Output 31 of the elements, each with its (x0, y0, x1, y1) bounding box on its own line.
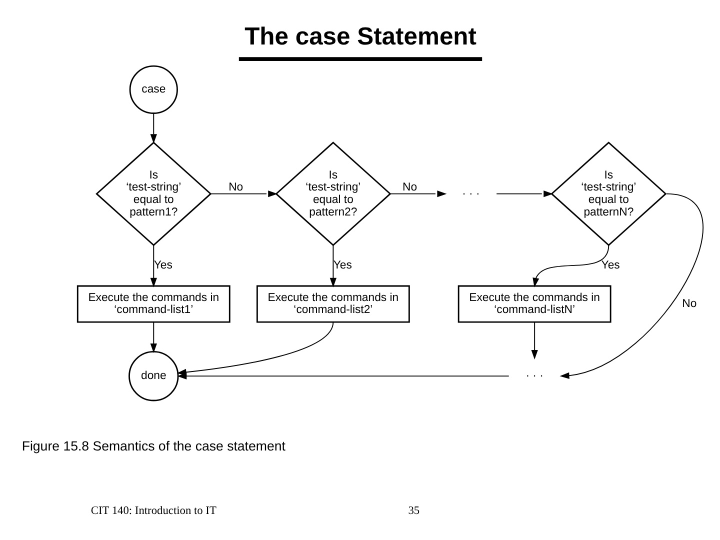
node-circle: done (128, 350, 178, 402)
arrow (530, 322, 538, 360)
arrow (150, 322, 156, 353)
node-diamond: Is ‘test-string’ equal to patternN? (550, 142, 666, 246)
arrow (496, 190, 553, 198)
diagram-title: The case Statement (244, 24, 476, 51)
edge-label: No (228, 182, 243, 194)
node-circle: case (128, 65, 178, 114)
arrow (559, 193, 703, 379)
arrow (389, 190, 446, 198)
arrow (176, 372, 509, 380)
label: CIT 140: Introduction to IT (90, 504, 216, 517)
node-diamond: Is ‘test-string’ equal to pattern1? (95, 142, 212, 246)
node-box: Execute the commands in ‘command-listN’ (457, 285, 611, 323)
arrow (532, 244, 609, 288)
edge-label: Yes (600, 260, 620, 272)
node-box: Execute the commands in ‘command-list2’ (256, 285, 410, 323)
edge-label: Yes (332, 260, 352, 272)
caption: Figure 15.8 Semantics of the case statement (21, 438, 285, 454)
arrow (210, 190, 278, 198)
edge-label: No (682, 298, 696, 310)
arrow (329, 244, 336, 288)
arrow (150, 112, 156, 144)
label: 35 (408, 504, 420, 517)
node-diamond: Is ‘test-string’ equal to pattern2? (274, 142, 391, 246)
arrow (150, 244, 156, 288)
node-box: Execute the commands in ‘command-list1’ (76, 285, 230, 323)
node-text: · · · (525, 370, 543, 382)
edge-label: No (402, 182, 417, 194)
node-text: · · · (462, 188, 480, 200)
edge-label: Yes (153, 260, 172, 272)
